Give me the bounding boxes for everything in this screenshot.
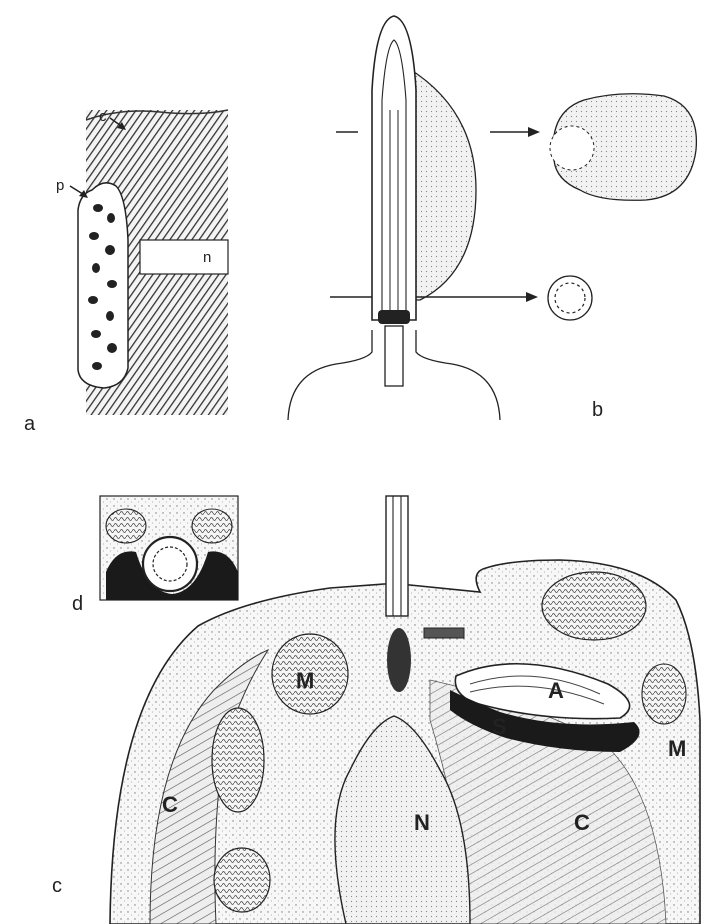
panel-c-label: c xyxy=(52,875,62,897)
panel-a-label: a xyxy=(24,413,36,435)
panel-c-cilium-shaft xyxy=(386,496,408,616)
panel-b-label: b xyxy=(592,399,603,421)
panel-a: c p n a xyxy=(24,108,228,435)
panel-c-mitochondrion-upper-right xyxy=(542,572,646,640)
panel-a-photoreceptor xyxy=(78,183,128,388)
panel-c-connector xyxy=(424,628,464,638)
panel-b-arrowhead-upper xyxy=(528,127,540,137)
panel-b: b xyxy=(288,16,696,421)
panel-a-label-c: c xyxy=(99,108,107,125)
panel-c-label-C-right: C xyxy=(574,810,590,835)
panel-a-label-p: p xyxy=(56,177,64,194)
panel-c-mitochondrion-right xyxy=(642,664,686,724)
panel-a-nerve-channel xyxy=(140,240,228,274)
panel-c-mitochondrion-left xyxy=(212,708,264,812)
panel-b-arrowhead-lower xyxy=(526,292,538,302)
panel-d: d xyxy=(72,496,238,615)
panel-b-rootlet xyxy=(385,326,403,386)
panel-c-label-A: A xyxy=(548,678,564,703)
panel-d-mitochondrion-right xyxy=(192,509,232,543)
panel-d-cilium-section-inner xyxy=(153,547,187,581)
panel-c-label-S: S xyxy=(492,714,507,739)
panel-c-label-M-left: M xyxy=(296,668,314,693)
panel-c-label-M-right: M xyxy=(668,736,686,761)
panel-a-label-n: n xyxy=(203,249,211,266)
panel-c-label-C-left: C xyxy=(162,792,178,817)
panel-d-mitochondrion-left xyxy=(106,509,146,543)
panel-b-cilium-outer xyxy=(372,16,416,320)
panel-c-label-N: N xyxy=(414,810,430,835)
panel-b-basal-body xyxy=(378,310,410,324)
panel-c-mitochondrion-lower-left xyxy=(214,848,270,912)
panel-c-basal-body xyxy=(387,628,411,692)
panel-d-label: d xyxy=(72,593,83,615)
panel-b-cross-section-axoneme-upper xyxy=(550,126,594,170)
